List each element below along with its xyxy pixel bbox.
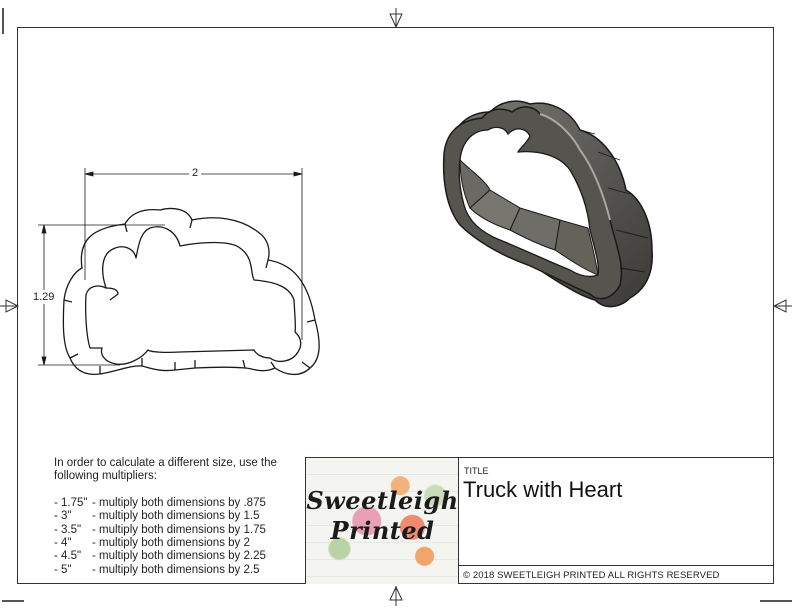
logo-line-2: Printed	[330, 516, 435, 545]
title-cell: TITLE Truck with Heart	[459, 458, 774, 566]
logo-line-1: Sweetleigh	[306, 486, 459, 515]
corner-mark-bottom-left	[2, 600, 24, 602]
title-block: Sweetleigh Printed TITLE Truck with Hear…	[305, 457, 774, 584]
cutter-3d-render	[442, 100, 653, 308]
multiplier-row: - 3" - multiply both dimensions by 1.5	[54, 510, 260, 523]
multiplier-row: - 5" - multiply both dimensions by 2.5	[54, 563, 260, 576]
corner-mark-top-left	[2, 8, 4, 34]
notes-intro: In order to calculate a different size, …	[54, 457, 277, 483]
cutter-outline-drawing	[38, 168, 320, 376]
multiplier-row: - 4" - multiply both dimensions by 2	[54, 537, 250, 550]
copyright-notice: © 2018 SWEETLEIGH PRINTED ALL RIGHTS RES…	[463, 570, 720, 581]
title-label: TITLE	[464, 466, 489, 476]
center-mark-top-icon	[389, 8, 403, 29]
corner-mark-bottom-right	[760, 600, 792, 602]
multiplier-row: - 1.75" - multiply both dimensions by .8…	[54, 496, 266, 509]
brand-logo: Sweetleigh Printed	[306, 458, 459, 584]
center-mark-bottom-icon	[389, 585, 403, 606]
resize-notes: In order to calculate a different size, …	[54, 457, 304, 577]
multiplier-row: - 4.5" - multiply both dimensions by 2.2…	[54, 550, 266, 563]
height-dimension-label: 1.29	[33, 290, 55, 304]
drawing-title: Truck with Heart	[463, 477, 623, 502]
center-mark-left-icon	[0, 299, 20, 313]
multiplier-row: - 3.5" - multiply both dimensions by 1.7…	[54, 523, 266, 536]
width-dimension-label: 2	[189, 167, 202, 179]
center-mark-right-icon	[772, 299, 792, 313]
